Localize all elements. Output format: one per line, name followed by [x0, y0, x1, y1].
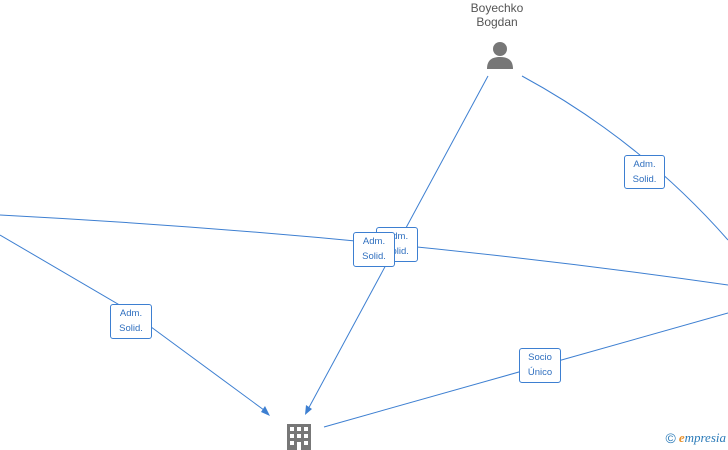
copyright-symbol: © — [665, 430, 676, 446]
edge-label-line1: Adm. — [362, 236, 386, 247]
edge-label-line1: Adm. — [633, 159, 656, 170]
edge-person-to-right — [521, 75, 728, 241]
edge-label-line2: Solid. — [119, 323, 143, 334]
edge-label-adm-solid-center[interactable]: Adm. Solid. — [353, 232, 395, 267]
empresia-logo-text: mpresia — [684, 430, 726, 445]
edge-label-adm-solid-left[interactable]: Adm. Solid. — [110, 304, 152, 339]
arrowhead-left-to-company — [261, 406, 270, 416]
edge-label-line1: Socio — [528, 352, 552, 363]
building-icon[interactable] — [286, 423, 312, 450]
empresia-watermark: © empresia — [665, 430, 726, 446]
edge-label-line2: Solid. — [385, 246, 409, 257]
edge-label-adm-solid-right[interactable]: Adm. Solid. — [624, 155, 665, 189]
person-name-label: Boyechko Bogdan — [447, 1, 547, 29]
edge-label-socio-unico[interactable]: Socio Único — [519, 348, 561, 383]
empresia-logo: empresia — [679, 430, 726, 446]
empresia-logo-initial: e — [678, 430, 685, 445]
person-name-line1: Boyechko — [470, 1, 524, 15]
person-icon[interactable] — [485, 40, 515, 70]
edge-label-line1: Adm. — [119, 308, 143, 319]
edge-label-line2: Único — [527, 367, 553, 378]
edge-label-line1: Adm. — [385, 231, 409, 242]
arrowhead-person-to-company — [305, 405, 312, 415]
edge-label-line2: Solid. — [362, 251, 386, 262]
edge-label-line2: Solid. — [632, 174, 657, 185]
person-name-line2: Bogdan — [476, 15, 518, 29]
